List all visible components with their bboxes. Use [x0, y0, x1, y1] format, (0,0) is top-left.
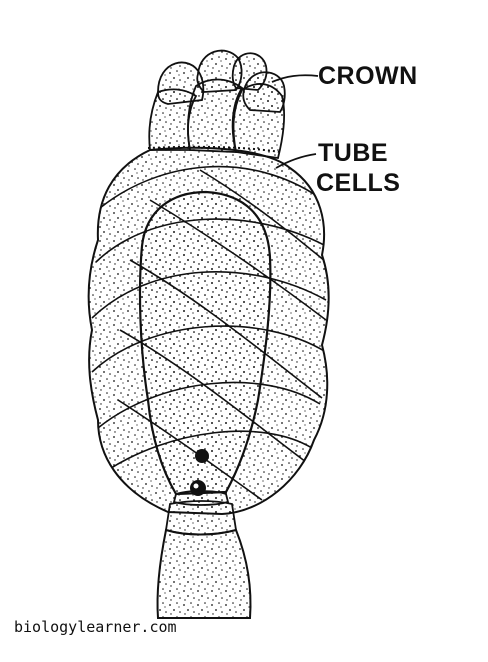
tube-cells-pointer	[275, 153, 317, 169]
cells-label: CELLS	[316, 169, 401, 197]
crown-label: CROWN	[318, 62, 418, 90]
watermark-text: biologylearner.com	[14, 618, 177, 636]
tube-cell-columns	[148, 78, 285, 160]
stalk-cell	[156, 528, 252, 619]
nucleus-highlight	[193, 483, 199, 489]
oosphere	[138, 190, 272, 496]
tube-label: TUBE	[318, 139, 389, 167]
basal-node	[164, 490, 238, 536]
label-pointers	[271, 74, 319, 169]
crown-boundary	[147, 145, 281, 153]
crown-pointer	[271, 74, 319, 83]
nucleus-dot	[195, 449, 209, 463]
tube-column	[232, 83, 285, 160]
